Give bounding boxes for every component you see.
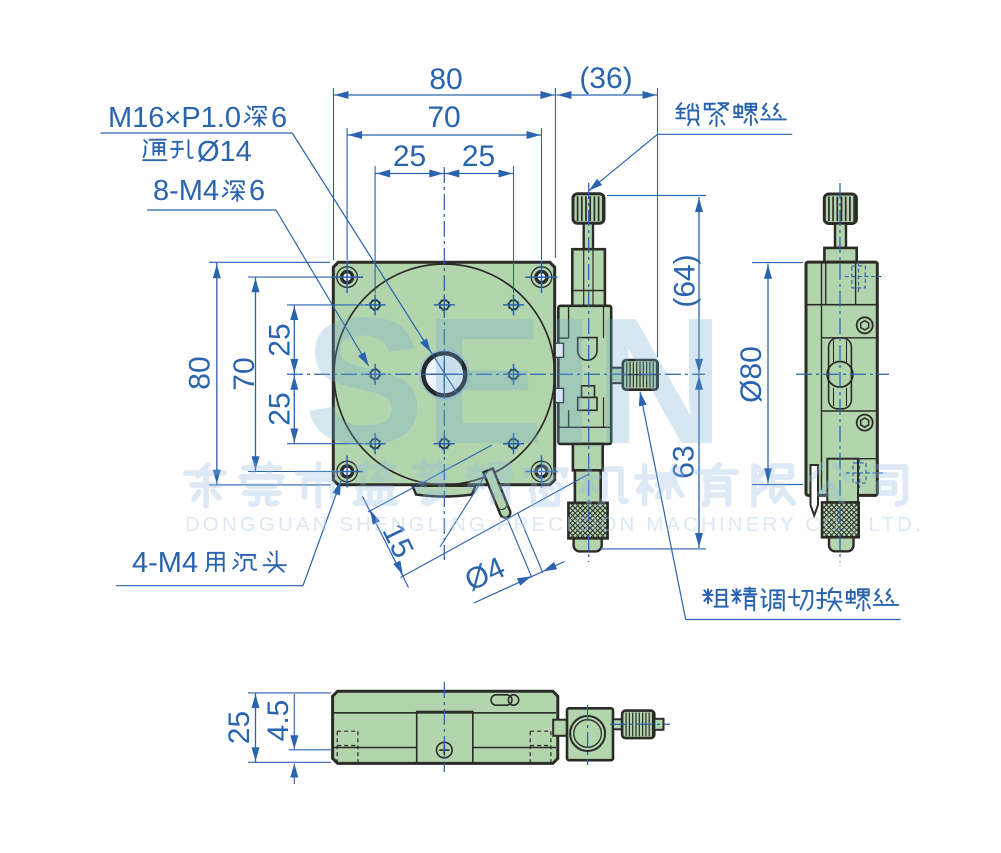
svg-text:(64): (64) bbox=[669, 254, 702, 307]
svg-text:(36): (36) bbox=[579, 62, 632, 95]
svg-text:DONGGUAN SHENGLING PRECISION M: DONGGUAN SHENGLING PRECISION MACHINERY C… bbox=[185, 513, 924, 536]
svg-text:25: 25 bbox=[223, 711, 256, 744]
svg-text:25: 25 bbox=[462, 140, 495, 173]
svg-text:SEIN: SEIN bbox=[304, 281, 724, 482]
svg-text:25: 25 bbox=[264, 392, 297, 425]
svg-text:6: 6 bbox=[271, 102, 287, 134]
svg-text:6: 6 bbox=[249, 175, 265, 207]
svg-text:Ø80: Ø80 bbox=[735, 346, 768, 403]
svg-text:Ø14: Ø14 bbox=[197, 136, 252, 168]
svg-text:25: 25 bbox=[393, 140, 426, 173]
svg-text:70: 70 bbox=[427, 101, 460, 134]
svg-text:80: 80 bbox=[429, 63, 462, 96]
svg-text:Ø4: Ø4 bbox=[460, 551, 510, 598]
svg-text:M16×P1.0: M16×P1.0 bbox=[108, 102, 241, 134]
svg-text:4-M4: 4-M4 bbox=[132, 547, 198, 579]
svg-text:25: 25 bbox=[264, 323, 297, 356]
svg-text:70: 70 bbox=[228, 357, 261, 390]
svg-text:80: 80 bbox=[184, 356, 217, 389]
svg-text:8-M4: 8-M4 bbox=[153, 175, 219, 207]
svg-text:4.5: 4.5 bbox=[262, 700, 295, 742]
